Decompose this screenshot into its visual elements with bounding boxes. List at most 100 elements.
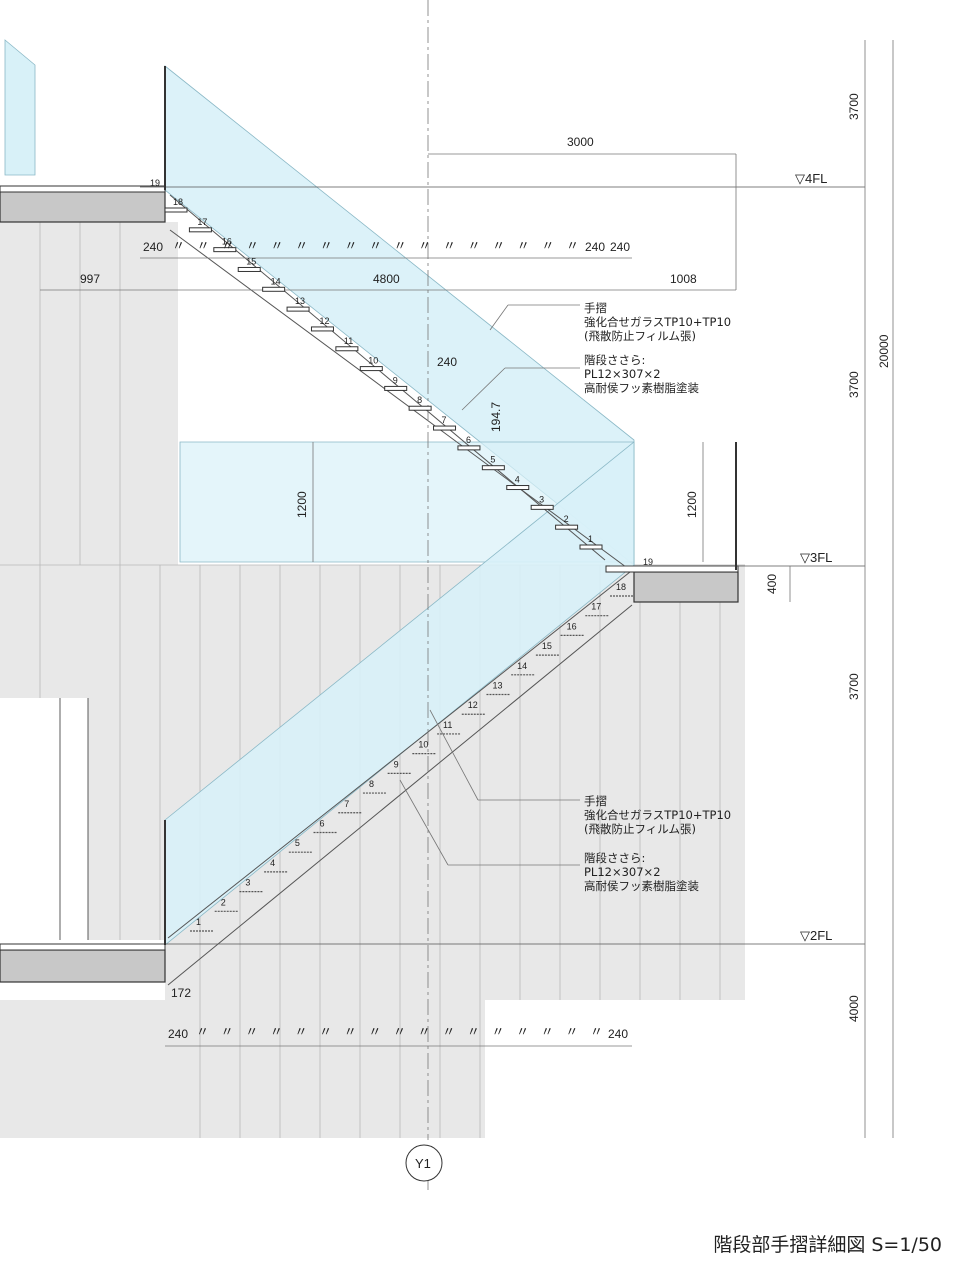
ditto-mark: 〃: [467, 1024, 480, 1039]
upper-step-number: 17: [197, 217, 207, 227]
upper-tread: [262, 286, 286, 292]
dim-172: 172: [171, 986, 191, 1000]
lower-step-number: 12: [468, 700, 478, 710]
dim-1200-right: 1200: [685, 491, 699, 518]
drawing-caption: 階段部手摺詳細図 S=1/50: [713, 1234, 942, 1256]
ditto-mark: 〃: [270, 1024, 283, 1039]
glass-handrails: [4, 39, 635, 946]
upper-tread: [310, 326, 334, 332]
ditto-mark: 〃: [369, 238, 382, 253]
wall-panel-joints: [0, 222, 745, 1138]
ditto-mark: 〃: [418, 1024, 431, 1039]
ditto-mark: 〃: [172, 238, 185, 253]
upper-step-number: 2: [564, 514, 569, 524]
upper-tread: [359, 366, 383, 372]
level-2fl: ▽2FL: [800, 928, 832, 943]
lower-step-number: 9: [394, 759, 399, 769]
slab-2fl: [0, 949, 166, 983]
ditto-mark: 〃: [344, 238, 357, 253]
svg-text:PL12×307×2: PL12×307×2: [584, 865, 661, 879]
upper-ditto-marks: 〃〃〃〃〃〃〃〃〃〃〃〃〃〃〃〃〃: [172, 238, 579, 253]
lower-step-number: 17: [591, 602, 601, 612]
leader-lower-handrail: [429, 709, 479, 801]
ditto-mark: 〃: [196, 1024, 209, 1039]
upper-tread: [506, 485, 530, 491]
lower-stringer-top-edge: [167, 571, 631, 939]
svg-text:(飛散防止フィルム張): (飛散防止フィルム張): [584, 329, 696, 343]
lower-step-number: 18: [616, 582, 626, 592]
dim-997: 997: [80, 272, 100, 286]
dim-right-1: 3700: [847, 93, 861, 120]
dim-19-mid: 19: [643, 557, 653, 567]
dim-1200-left: 1200: [295, 491, 309, 518]
upper-tread: [286, 306, 310, 312]
upper-step-number: 6: [466, 435, 471, 445]
upper-tread: [213, 247, 237, 253]
upper-step-number: 3: [539, 494, 544, 504]
ditto-mark: 〃: [541, 238, 554, 253]
upper-tread: [555, 524, 579, 530]
svg-text:強化合せガラスTP10+TP10: 強化合せガラスTP10+TP10: [584, 808, 731, 822]
ditto-mark: 〃: [565, 1024, 578, 1039]
ditto-mark: 〃: [246, 238, 259, 253]
ditto-mark: 〃: [245, 1024, 258, 1039]
lower-stringer-bottom-edge: [167, 604, 633, 986]
upper-tread: [188, 227, 212, 233]
upper-step-number: 7: [442, 415, 447, 425]
leader-upper-handrail: [489, 304, 509, 331]
ditto-mark: 〃: [394, 238, 407, 253]
upper-stringer-bottom-edge: [169, 229, 631, 571]
note-upper-stringer: 階段ささら: PL12×307×2 高耐侯フッ素樹脂塗装: [584, 353, 699, 395]
lower-step-number: 8: [369, 779, 374, 789]
upper-step-number: 10: [368, 356, 378, 366]
svg-text:階段ささら:: 階段ささら:: [584, 353, 645, 367]
upper-step-number: 5: [490, 455, 495, 465]
upper-step-number: 1: [588, 534, 593, 544]
ditto-mark: 〃: [492, 1024, 505, 1039]
dim-240-mid: 240: [437, 355, 457, 369]
lower-step-number: 14: [517, 661, 527, 671]
dim-right-3: 3700: [847, 673, 861, 700]
dim-400: 400: [765, 574, 779, 594]
upper-tread: [335, 346, 359, 352]
ditto-mark: 〃: [368, 1024, 381, 1039]
stair-stringers: [167, 194, 633, 986]
ditto-mark: 〃: [541, 1024, 554, 1039]
upper-stringer-top-edge: [169, 194, 606, 561]
lower-wall: [0, 565, 745, 1138]
ditto-mark: 〃: [197, 238, 210, 253]
upper-step-number: 13: [295, 296, 305, 306]
ditto-mark: 〃: [566, 238, 579, 253]
upper-tread: [408, 405, 432, 411]
dim-240-upper-r2: 240: [610, 240, 630, 254]
ditto-mark: 〃: [221, 1024, 234, 1039]
ditto-mark: 〃: [590, 1024, 603, 1039]
lower-step-number: 7: [344, 799, 349, 809]
ditto-mark: 〃: [516, 1024, 529, 1039]
dim-4800: 4800: [373, 272, 400, 286]
slab-4fl: [0, 189, 166, 223]
lower-step-number: 6: [320, 818, 325, 828]
ditto-mark: 〃: [492, 238, 505, 253]
lower-step-number: 4: [270, 858, 275, 868]
ditto-mark: 〃: [271, 238, 284, 253]
slab-3fl: [633, 571, 739, 603]
dim-19-top: 19: [150, 178, 160, 188]
upper-tread: [530, 504, 554, 510]
grid-label-y1: Y1: [415, 1156, 431, 1171]
svg-text:手摺: 手摺: [584, 301, 607, 315]
ditto-mark: 〃: [517, 238, 530, 253]
dim-240-lower-left: 240: [168, 1027, 188, 1041]
lower-step-number: 1: [196, 917, 201, 927]
lower-step-number: 3: [245, 878, 250, 888]
upper-step-number: 16: [222, 237, 232, 247]
lower-step-number: 16: [567, 621, 577, 631]
dim-1008: 1008: [670, 272, 697, 286]
ditto-mark: 〃: [344, 1024, 357, 1039]
svg-text:階段ささら:: 階段ささら:: [584, 851, 645, 865]
lower-step-number: 10: [418, 740, 428, 750]
level-3fl: ▽3FL: [800, 550, 832, 565]
dim-right-4: 4000: [847, 995, 861, 1022]
